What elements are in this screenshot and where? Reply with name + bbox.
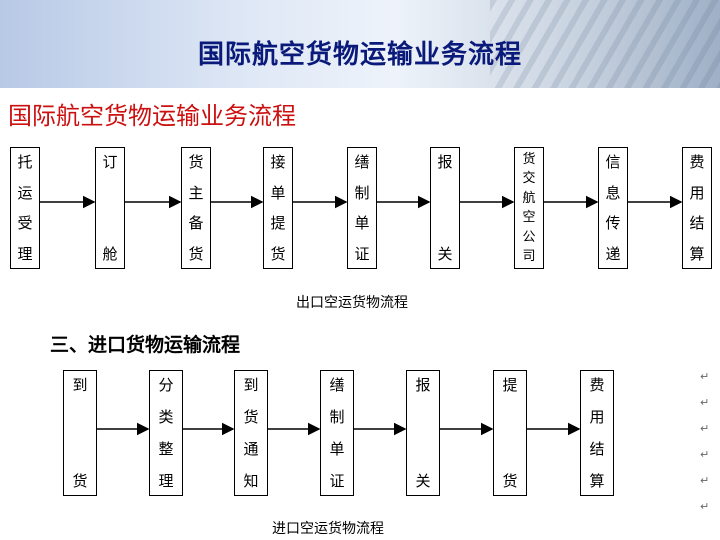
export-step-char: 空 [522, 210, 536, 226]
export-step-char: 货 [270, 244, 286, 263]
import-step-box: 缮制单证 [320, 370, 354, 496]
slide-subtitle: 国际航空货物运输业务流程 [8, 102, 296, 130]
export-step-box: 信息传递 [598, 147, 628, 269]
import-step-char: 到 [72, 376, 88, 394]
export-step-char: 接 [270, 153, 286, 171]
export-flow-caption: 出口空运货物流程 [296, 295, 408, 311]
import-step-char: 费 [589, 376, 605, 394]
import-step-char: 关 [415, 471, 431, 490]
import-step-char: 证 [329, 472, 345, 490]
export-step-box: 货交航空公司 [514, 147, 544, 269]
import-step-box: 提货 [493, 370, 527, 496]
export-step-char: 航 [522, 190, 536, 206]
export-step-char: 提 [270, 214, 286, 233]
import-step-box: 到货 [63, 370, 97, 496]
export-step-box: 费用结算 [682, 147, 712, 269]
export-step-char: 传 [605, 214, 621, 233]
export-step-box: 订舱 [95, 147, 125, 269]
import-step-char: 货 [243, 408, 259, 426]
export-step-char: 受 [17, 214, 33, 233]
export-step-char: 息 [605, 183, 621, 202]
export-step-box: 报关 [430, 147, 460, 269]
export-step-char: 运 [17, 183, 33, 202]
paragraph-mark: ↵ [700, 474, 710, 487]
banner-decoration [490, 0, 720, 88]
export-step-char: 算 [689, 244, 705, 263]
import-flow-caption: 进口空运货物流程 [272, 521, 384, 537]
import-step-char: 结 [589, 440, 605, 458]
export-step-char: 单 [354, 214, 370, 233]
export-step-char: 舱 [102, 244, 118, 263]
paragraph-mark: ↵ [700, 448, 710, 461]
import-step-char: 知 [243, 472, 259, 490]
export-step-char: 公 [522, 229, 536, 245]
export-step-box: 接单提货 [263, 147, 293, 269]
import-flow-heading: 三、进口货物运输流程 [50, 334, 241, 356]
paragraph-mark: ↵ [700, 500, 710, 513]
export-step-char: 订 [102, 153, 118, 171]
export-step-char: 信 [605, 153, 621, 171]
import-step-char: 制 [329, 408, 345, 426]
export-step-char: 货 [188, 244, 204, 263]
export-step-char: 货 [188, 153, 204, 171]
export-step-box: 托运受理 [10, 147, 40, 269]
import-step-char: 整 [158, 440, 174, 458]
import-step-char: 算 [589, 472, 605, 490]
export-step-char: 制 [354, 183, 370, 202]
export-step-char: 关 [437, 244, 453, 263]
export-step-char: 司 [522, 248, 536, 264]
export-step-char: 货 [522, 152, 536, 167]
export-step-char: 理 [17, 244, 33, 263]
import-step-char: 报 [415, 376, 431, 394]
export-step-char: 交 [522, 171, 536, 187]
export-step-char: 缮 [354, 153, 370, 171]
paragraph-mark: ↵ [700, 422, 710, 435]
import-step-box: 报关 [406, 370, 440, 496]
banner-title: 国际航空货物运输业务流程 [197, 40, 522, 70]
header-banner: 国际航空货物运输业务流程 [0, 0, 720, 88]
export-step-char: 备 [188, 214, 204, 233]
export-step-char: 用 [689, 183, 705, 202]
import-step-char: 缮 [329, 376, 345, 394]
paragraph-mark: ↵ [700, 370, 710, 383]
export-step-char: 主 [188, 183, 204, 202]
paragraph-mark: ↵ [700, 396, 710, 409]
import-step-char: 类 [158, 408, 174, 426]
export-step-char: 证 [354, 244, 370, 263]
import-step-char: 货 [502, 471, 518, 490]
export-step-box: 缮制单证 [347, 147, 377, 269]
export-step-char: 费 [689, 153, 705, 171]
import-step-box: 分类整理 [149, 370, 183, 496]
import-step-char: 用 [589, 408, 605, 426]
export-step-char: 托 [17, 153, 33, 171]
import-step-box: 到货通知 [234, 370, 268, 496]
import-step-char: 提 [502, 376, 518, 394]
export-step-char: 结 [689, 214, 705, 233]
import-step-char: 理 [158, 472, 174, 490]
export-step-char: 递 [605, 244, 621, 263]
import-step-char: 通 [243, 440, 259, 458]
import-step-box: 费用结算 [580, 370, 614, 496]
import-step-char: 到 [243, 376, 259, 394]
export-step-box: 货主备货 [181, 147, 211, 269]
import-step-char: 单 [329, 440, 345, 458]
import-step-char: 分 [158, 376, 174, 394]
export-step-char: 单 [270, 183, 286, 202]
export-step-char: 报 [437, 153, 453, 171]
import-step-char: 货 [72, 471, 88, 490]
